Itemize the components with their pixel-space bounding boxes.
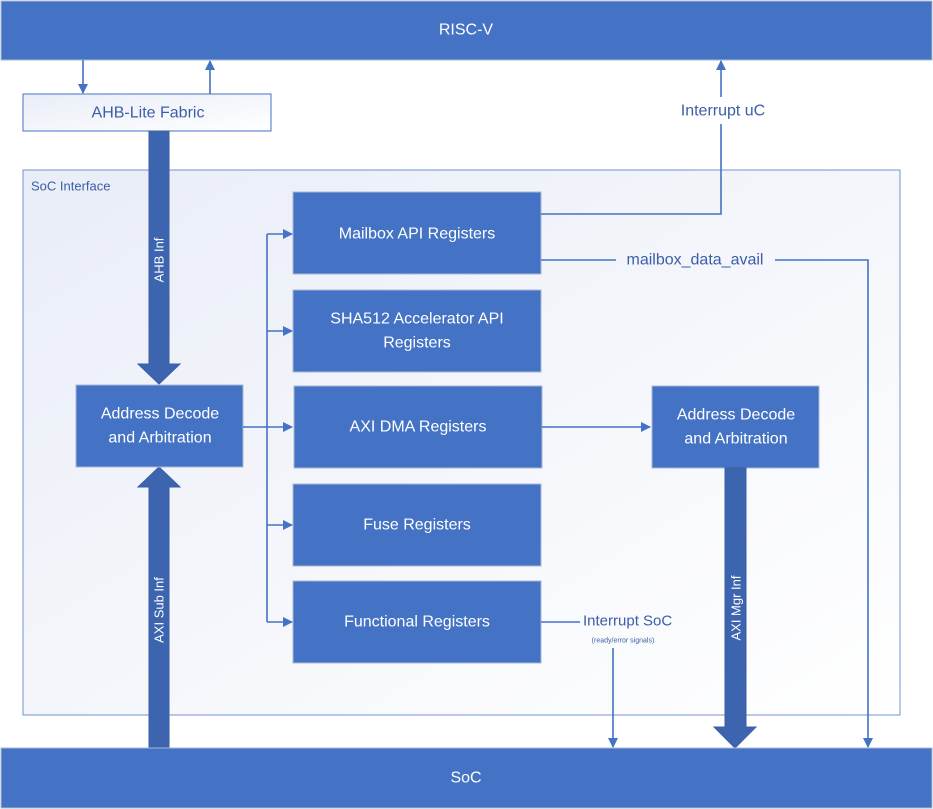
soc-label: SoC (450, 770, 481, 787)
axi-sub-inf-arrow: AXI Sub Inf (136, 466, 182, 749)
mailbox-data-avail-signal: mailbox_data_avail (541, 252, 873, 748)
mailbox-data-avail-label: mailbox_data_avail (627, 252, 764, 269)
soc-block: SoC (0, 747, 933, 809)
fuse-registers-block: Fuse Registers (292, 483, 542, 567)
address-decode-left-line2: and Arbitration (108, 430, 211, 447)
address-decode-left-block: Address Decode and Arbitration (75, 384, 244, 468)
address-decode-left-line1: Address Decode (101, 406, 219, 423)
riscv-block: RISC-V (0, 0, 933, 61)
axi-dma-registers-block: AXI DMA Registers (293, 385, 543, 469)
ahb-inf-label: AHB Inf (152, 237, 167, 282)
riscv-label: RISC-V (439, 22, 494, 39)
interrupt-soc-label: Interrupt SoC (583, 613, 672, 630)
sha512-registers-line2: Registers (383, 335, 451, 352)
soc-interface-label: SoC Interface (31, 179, 111, 194)
address-decode-right-block: Address Decode and Arbitration (651, 385, 820, 469)
axi-mgr-inf-arrow: AXI Mgr Inf (712, 467, 758, 749)
interrupt-uc-signal: Interrupt uC (541, 60, 765, 215)
mailbox-registers-label: Mailbox API Registers (339, 226, 496, 243)
address-decode-right-line1: Address Decode (677, 407, 795, 424)
functional-registers-label: Functional Registers (344, 614, 490, 631)
fuse-registers-label: Fuse Registers (363, 517, 471, 534)
axi-sub-inf-label: AXI Sub Inf (152, 577, 167, 643)
ahb-inf-arrow: AHB Inf (136, 130, 182, 385)
functional-registers-block: Functional Registers (292, 580, 542, 664)
register-bus (243, 229, 293, 627)
ahb-fabric-block: AHB-Lite Fabric (22, 93, 272, 132)
sha512-registers-line1: SHA512 Accelerator API (330, 311, 503, 328)
mailbox-registers-block: Mailbox API Registers (292, 191, 542, 275)
interrupt-soc-signal: Interrupt SoC (ready/error signals) (541, 613, 672, 748)
axi-dma-registers-label: AXI DMA Registers (350, 419, 487, 436)
interrupt-uc-label: Interrupt uC (681, 103, 765, 120)
sha512-registers-block: SHA512 Accelerator API Registers (292, 289, 542, 373)
interrupt-soc-note: (ready/error signals) (592, 638, 655, 645)
ahb-fabric-label: AHB-Lite Fabric (92, 105, 205, 122)
axi-mgr-inf-label: AXI Mgr Inf (729, 575, 744, 640)
address-decode-right-line2: and Arbitration (684, 431, 787, 448)
